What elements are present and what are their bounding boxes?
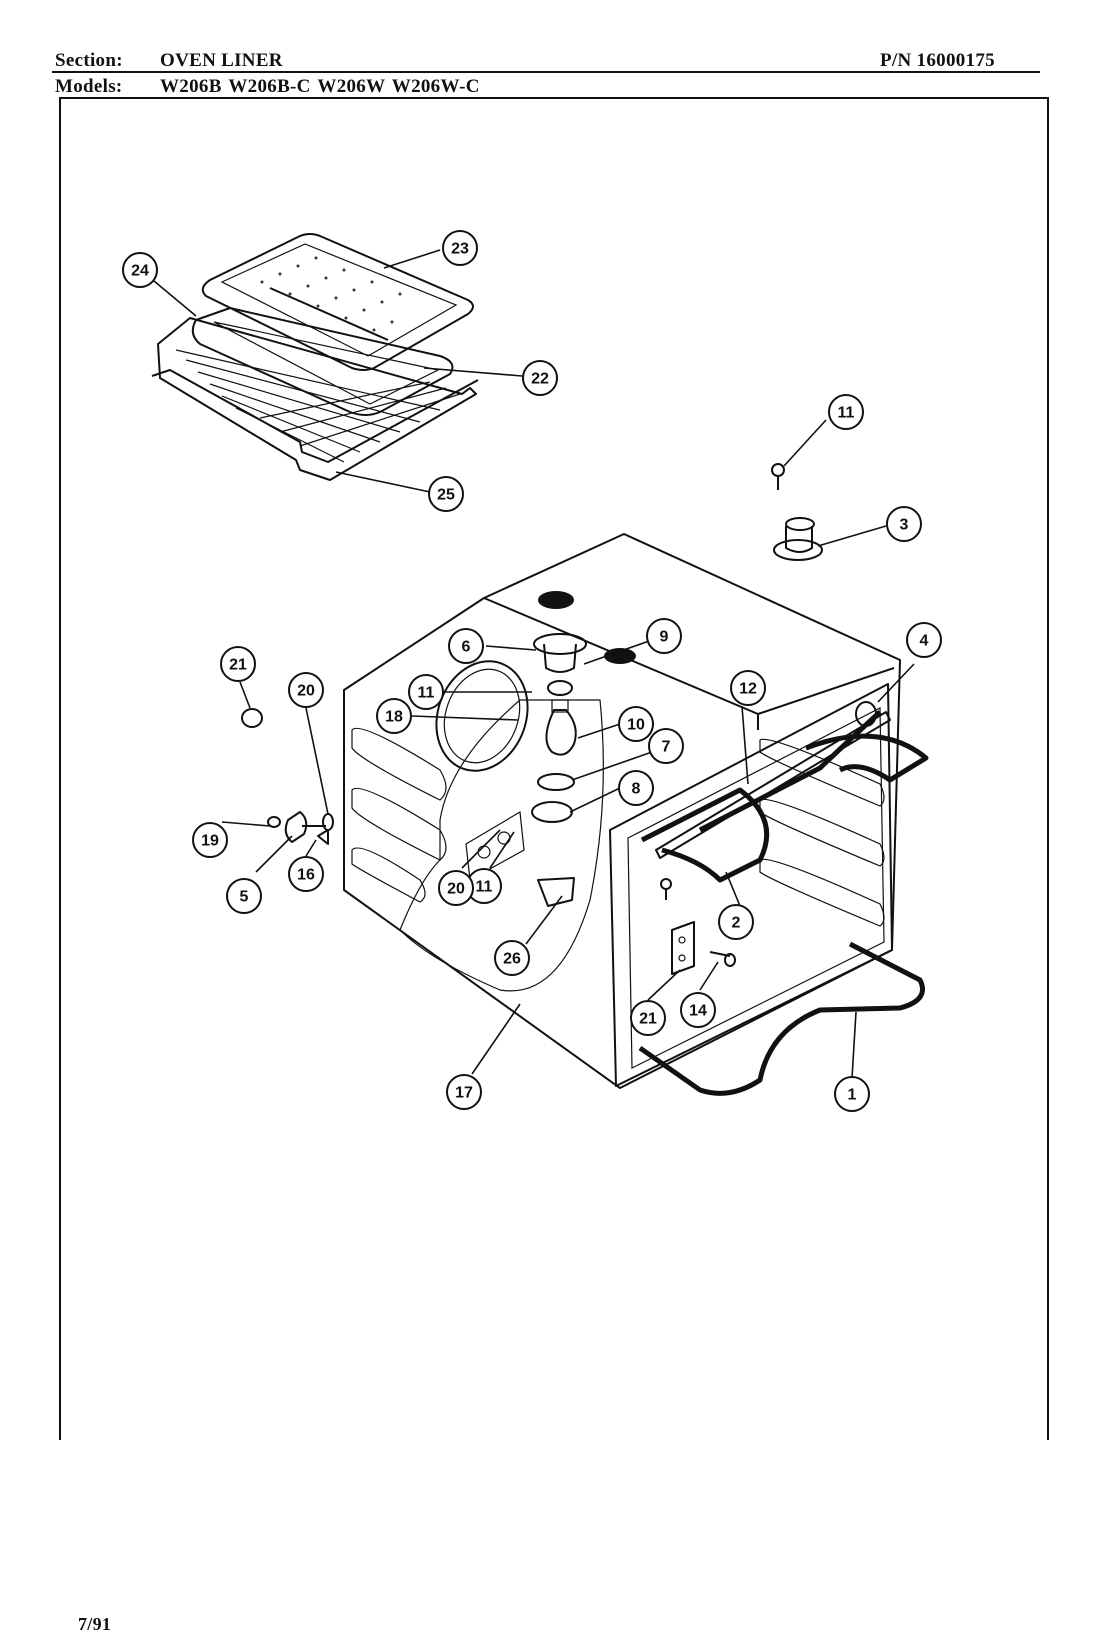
broiler-pan-insert bbox=[201, 233, 474, 371]
callout-6: 6 bbox=[448, 628, 484, 664]
light-socket bbox=[533, 633, 587, 673]
footer-date: 7/91 bbox=[78, 1614, 112, 1634]
callout-4: 4 bbox=[906, 622, 942, 658]
callout-3: 3 bbox=[886, 506, 922, 542]
callout-21: 21 bbox=[220, 646, 256, 682]
callout-number: 10 bbox=[627, 717, 645, 734]
callout-11: 11 bbox=[466, 868, 502, 904]
section-title: OVEN LINER bbox=[160, 50, 283, 71]
callout-1: 1 bbox=[834, 1076, 870, 1112]
limit-switch bbox=[855, 701, 877, 727]
callout-7: 7 bbox=[648, 728, 684, 764]
callout-number: 9 bbox=[660, 629, 669, 646]
oven-liner-diagram: 1234567891011111112141617181920202121222… bbox=[122, 230, 942, 1112]
callout-19: 19 bbox=[192, 822, 228, 858]
socket-nut bbox=[547, 680, 573, 696]
callout-number: 12 bbox=[739, 681, 757, 698]
callout-11: 11 bbox=[828, 394, 864, 430]
callout-8: 8 bbox=[618, 770, 654, 806]
callout-9: 9 bbox=[646, 618, 682, 654]
callout-11: 11 bbox=[408, 674, 444, 710]
broiler-pan bbox=[191, 307, 454, 416]
light-lens-retainer bbox=[531, 801, 573, 823]
callout-number: 20 bbox=[297, 683, 315, 700]
callout-number: 11 bbox=[476, 879, 493, 896]
liner-clip bbox=[537, 877, 575, 907]
models-list: W206B W206B-C W206W W206W-C bbox=[160, 76, 480, 97]
callout-2: 2 bbox=[718, 904, 754, 940]
callout-22: 22 bbox=[522, 360, 558, 396]
callout-number: 6 bbox=[462, 639, 471, 656]
callout-20: 20 bbox=[438, 870, 474, 906]
oven-racks bbox=[151, 317, 479, 481]
callout-number: 8 bbox=[632, 781, 641, 798]
callout-number: 11 bbox=[838, 405, 855, 422]
part-number: P/N 16000175 bbox=[880, 50, 995, 71]
callout-number: 23 bbox=[451, 241, 469, 258]
callout-17: 17 bbox=[446, 1074, 482, 1110]
callout-number: 21 bbox=[639, 1011, 657, 1028]
section-label: Section: bbox=[55, 50, 123, 71]
callout-number: 14 bbox=[689, 1003, 707, 1020]
callout-number: 22 bbox=[531, 371, 549, 388]
bake-element bbox=[638, 941, 925, 1096]
oven-liner-box bbox=[343, 533, 901, 1089]
broil-element bbox=[640, 710, 929, 883]
callout-number: 4 bbox=[920, 633, 929, 650]
light-lens bbox=[537, 773, 575, 791]
callout-20: 20 bbox=[288, 672, 324, 708]
callout-5: 5 bbox=[226, 878, 262, 914]
callout-number: 1 bbox=[848, 1087, 857, 1104]
callout-number: 25 bbox=[437, 487, 455, 504]
callout-25: 25 bbox=[428, 476, 464, 512]
element-bracket bbox=[671, 921, 736, 975]
callout-number: 16 bbox=[297, 867, 315, 884]
models-label: Models: bbox=[55, 76, 123, 97]
callout-number: 21 bbox=[229, 657, 247, 674]
callout-number: 24 bbox=[131, 263, 149, 280]
callout-14: 14 bbox=[680, 992, 716, 1028]
element-screw bbox=[660, 878, 672, 900]
callout-number: 7 bbox=[662, 739, 671, 756]
callout-number: 2 bbox=[732, 915, 741, 932]
callout-number: 19 bbox=[201, 833, 219, 850]
callout-23: 23 bbox=[442, 230, 478, 266]
callout-18: 18 bbox=[376, 698, 412, 734]
callout-12: 12 bbox=[730, 670, 766, 706]
callout-number: 20 bbox=[447, 881, 465, 898]
callout-number: 3 bbox=[900, 517, 909, 534]
callout-number: 5 bbox=[240, 889, 249, 906]
callout-number: 11 bbox=[418, 685, 435, 702]
callout-number: 17 bbox=[455, 1085, 473, 1102]
callout-number: 26 bbox=[503, 951, 521, 968]
callout-16: 16 bbox=[288, 856, 324, 892]
callout-21: 21 bbox=[630, 1000, 666, 1036]
light-bulb bbox=[545, 699, 577, 756]
callout-number: 18 bbox=[385, 709, 403, 726]
terminal-block-parts bbox=[241, 708, 334, 845]
page-frame bbox=[52, 71, 1049, 1440]
callout-24: 24 bbox=[122, 252, 158, 288]
callout-10: 10 bbox=[618, 706, 654, 742]
callout-26: 26 bbox=[494, 940, 530, 976]
top-screw bbox=[771, 463, 785, 490]
top-vent-fitting bbox=[773, 517, 823, 561]
